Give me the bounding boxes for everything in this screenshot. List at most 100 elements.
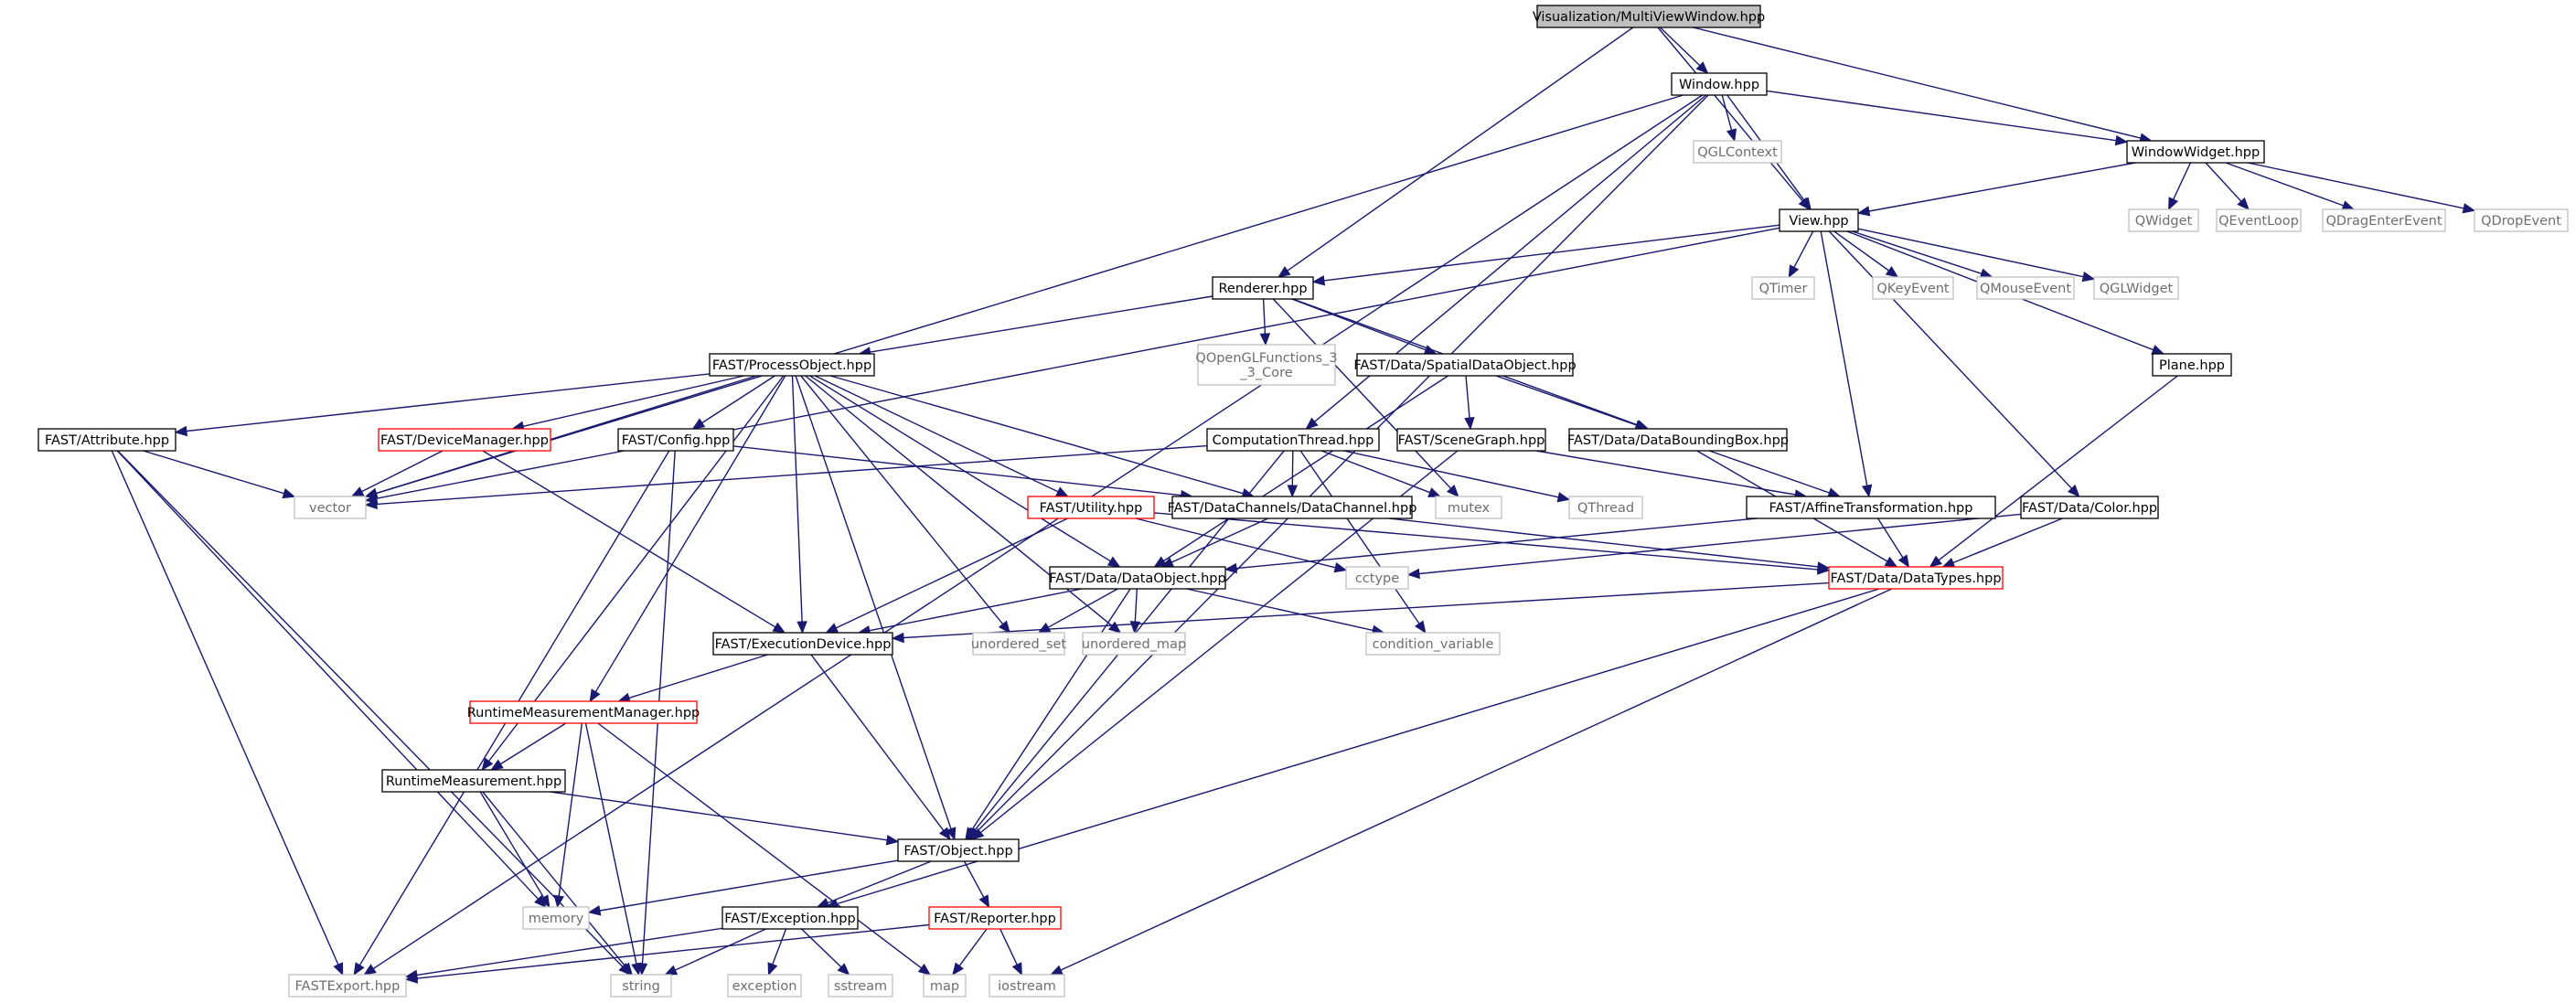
node-affine[interactable]: FAST/AffineTransformation.hpp (1746, 496, 1996, 519)
arrowhead-icon (620, 962, 634, 976)
include-edge-utility-to-cctype (1135, 518, 1348, 573)
node-datachannel[interactable]: FAST/DataChannels/DataChannel.hpp (1168, 496, 1417, 519)
node-label: FAST/Attribute.hpp (45, 433, 169, 448)
node-devicemanager[interactable]: FAST/DeviceManager.hpp (378, 428, 551, 452)
node-config[interactable]: FAST/Config.hpp (617, 428, 734, 452)
edge-line (801, 928, 842, 968)
node-cctype: cctype (1345, 566, 1409, 590)
edge-line (116, 450, 540, 900)
include-edge-view-to-color (1828, 230, 2080, 497)
node-fastexport: FASTExport.hpp (288, 974, 407, 998)
include-edge-view-to-affine (1820, 230, 1873, 498)
edge-line (628, 654, 768, 699)
node-object[interactable]: FAST/Object.hpp (897, 838, 1020, 862)
arrowhead-icon (796, 621, 807, 635)
node-box (709, 353, 875, 377)
edge-line (1291, 298, 1427, 351)
node-spatialdataobject[interactable]: FAST/Data/SpatialDataObject.hpp (1353, 353, 1577, 377)
node-box (2322, 208, 2446, 232)
edge-line (1465, 375, 1470, 419)
arrowhead-icon (938, 827, 951, 841)
arrowhead-icon (917, 963, 932, 976)
edge-line (1857, 228, 2084, 278)
node-dataobject[interactable]: FAST/Data/DataObject.hpp (1049, 566, 1226, 590)
node-datatypes[interactable]: FAST/Data/DataTypes.hpp (1828, 566, 2004, 590)
node-databoundingbox[interactable]: FAST/Data/DataBoundingBox.hpp (1567, 428, 1789, 452)
node-view[interactable]: View.hpp (1779, 208, 1859, 232)
node-label: FAST/Data/Color.hpp (2022, 501, 2157, 516)
edge-line (869, 588, 1083, 632)
include-edge-attribute-to-fastexport (111, 450, 344, 976)
node-box (2093, 276, 2179, 300)
edge-line (599, 859, 899, 912)
node-rtmeasurement[interactable]: RuntimeMeasurement.hpp (381, 769, 566, 793)
edge-line (1135, 518, 1336, 569)
edge-line (1060, 588, 1893, 971)
node-box (1568, 428, 1788, 452)
arrowhead-icon (2067, 484, 2080, 497)
node-window[interactable]: Window.hpp (1671, 72, 1768, 96)
arrowhead-icon (490, 759, 504, 771)
node-box (1872, 276, 1954, 300)
node-label: FAST/Data/DataTypes.hpp (1830, 571, 2001, 586)
node-box (721, 906, 859, 930)
node-windowwidget[interactable]: WindowWidget.hpp (2126, 140, 2265, 164)
include-edge-renderer-to-mutex (1272, 298, 1459, 497)
node-label: QMouseEvent (1980, 282, 2071, 296)
arrowhead-icon (1816, 561, 1831, 572)
edge-line (1657, 27, 1803, 202)
node-label: vector (309, 501, 351, 516)
edge-line (827, 860, 932, 904)
node-box (469, 700, 698, 724)
include-edge-rtmanager-to-rtmeasurement (490, 722, 567, 771)
edges-layer (111, 27, 2476, 984)
node-computationthread[interactable]: ComputationThread.hpp (1206, 428, 1380, 452)
node-renderer[interactable]: Renderer.hpp (1212, 276, 1314, 300)
node-root[interactable]: Visualization/MultiViewWindow.hpp (1533, 5, 1765, 28)
node-rtmanager[interactable]: RuntimeMeasurementManager.hpp (467, 700, 700, 724)
edge-line (1535, 450, 1796, 496)
node-unordered_set: unordered_set (971, 632, 1066, 656)
node-attribute[interactable]: FAST/Attribute.hpp (37, 428, 176, 452)
node-reporter[interactable]: FAST/Reporter.hpp (928, 906, 1062, 930)
node-box (288, 974, 407, 998)
arrowhead-icon (333, 962, 344, 976)
node-processobject[interactable]: FAST/ProcessObject.hpp (709, 353, 875, 377)
include-edge-rtmeasurement-to-memory (479, 791, 550, 909)
edge-line (1793, 230, 1814, 268)
edge-line (1418, 513, 2022, 575)
edge-line (701, 375, 775, 424)
include-edge-devicemanager-to-vector (350, 450, 444, 497)
node-box (2126, 140, 2265, 164)
nodes-layer: Visualization/MultiViewWindow.hppWindow.… (37, 5, 2569, 998)
node-executiondevice[interactable]: FAST/ExecutionDevice.hpp (712, 632, 893, 656)
edge-line (814, 375, 1059, 493)
node-plane[interactable]: Plane.hpp (2152, 353, 2232, 377)
node-label: QKeyEvent (1876, 282, 1950, 296)
arrowhead-icon (816, 898, 830, 908)
node-label: Renderer.hpp (1218, 282, 1307, 296)
node-exception_std: exception (727, 974, 802, 998)
node-scenegraph[interactable]: FAST/SceneGraph.hpp (1396, 428, 1546, 452)
include-edge-scenegraph-to-affine (1535, 450, 1808, 500)
arrowhead-icon (553, 894, 564, 909)
node-box (1345, 566, 1409, 590)
include-edge-spatialdataobject-to-databoundingbox (1495, 375, 1649, 431)
node-box (972, 632, 1065, 656)
node-utility[interactable]: FAST/Utility.hpp (1027, 496, 1155, 519)
include-edge-reporter-to-fastexport (404, 923, 930, 984)
edge-line (1320, 450, 1430, 494)
edge-line (111, 450, 339, 966)
arrowhead-icon (1464, 417, 1475, 431)
arrowhead-icon (998, 620, 1011, 635)
node-label: exception (732, 979, 797, 994)
edge-line (835, 518, 1068, 629)
arrowhead-icon (970, 827, 985, 840)
node-exception[interactable]: FAST/Exception.hpp (721, 906, 859, 930)
node-box (1751, 276, 1815, 300)
node-color[interactable]: FAST/Data/Color.hpp (2020, 496, 2159, 519)
node-qthread: QThread (1568, 496, 1643, 519)
include-edge-processobject-to-dataobject (809, 375, 1121, 568)
include-edge-rtmeasurement-to-object (550, 791, 900, 846)
node-box (989, 974, 1065, 998)
